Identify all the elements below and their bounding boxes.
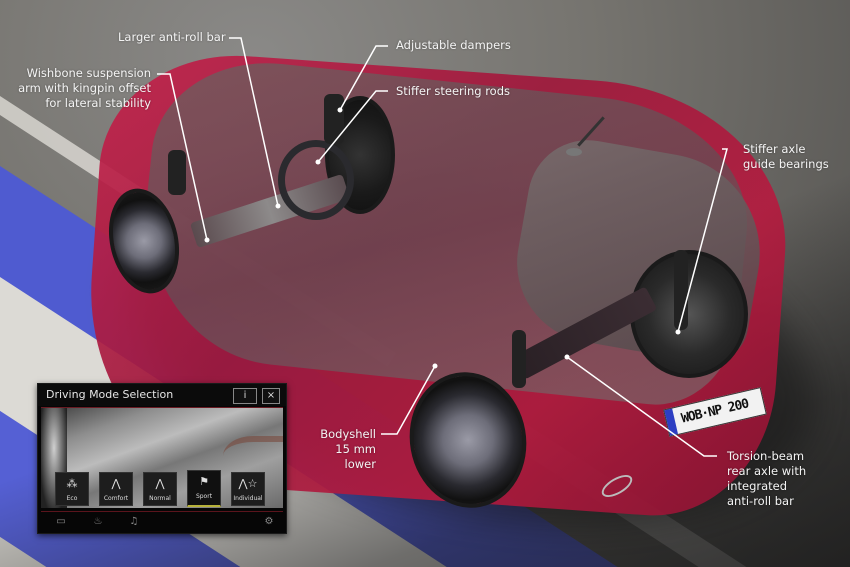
steering-wheel: [278, 140, 354, 220]
mode-button-comfort[interactable]: ⋀ Comfort: [99, 472, 133, 506]
mode-label: Comfort: [103, 495, 129, 502]
callout-wishbone-suspension: Wishbone suspension arm with kingpin off…: [18, 66, 151, 111]
callout-line: 15 mm: [335, 442, 376, 456]
callout-stiffer-axle-guide-bearings: Stiffer axle guide bearings: [743, 142, 829, 172]
normal-road-icon: ⋀: [155, 477, 165, 490]
panel-title: Driving Mode Selection: [46, 388, 174, 401]
info-icon: i: [243, 390, 247, 401]
seat-icon[interactable]: ♨: [93, 516, 103, 527]
mode-label: Normal: [149, 495, 171, 502]
callout-line: Torsion-beam: [727, 449, 805, 463]
callout-line: arm with kingpin offset: [18, 81, 151, 95]
car-icon[interactable]: ▭: [56, 516, 66, 527]
info-button[interactable]: i: [233, 388, 257, 404]
close-icon: ×: [266, 390, 276, 401]
callout-line: Stiffer axle: [743, 142, 806, 156]
callout-line: anti-roll bar: [727, 494, 794, 508]
panel-divider: [41, 511, 283, 512]
panel-header: Driving Mode Selection i ×: [38, 384, 286, 406]
mode-button-eco[interactable]: ⁂ Eco: [55, 472, 89, 506]
mode-label: Individual: [233, 495, 263, 502]
rear-left-damper: [512, 330, 526, 388]
mode-label: Sport: [195, 493, 213, 500]
mode-label: Eco: [66, 495, 78, 502]
callout-torsion-beam-rear-axle: Torsion-beam rear axle with integrated a…: [727, 449, 806, 509]
sport-flag-icon: ⚑: [199, 475, 209, 488]
driving-mode-panel: Driving Mode Selection i × ⁂ Eco ⋀ Comfo…: [37, 383, 287, 534]
individual-star-icon: ⋀☆: [238, 477, 258, 490]
callout-line: for lateral stability: [45, 96, 151, 110]
callout-bodyshell-lower: Bodyshell 15 mm lower: [310, 427, 376, 472]
mode-button-normal[interactable]: ⋀ Normal: [143, 472, 177, 506]
comfort-road-icon: ⋀: [111, 477, 121, 490]
eco-road-icon: ⁂: [66, 477, 78, 490]
music-icon[interactable]: ♫: [129, 516, 139, 527]
front-right-damper: [324, 94, 344, 144]
mode-button-individual[interactable]: ⋀☆ Individual: [231, 472, 265, 506]
antenna-base: [566, 148, 582, 156]
settings-gear-icon[interactable]: ⚙: [264, 516, 274, 527]
callout-line: lower: [344, 457, 376, 471]
close-button[interactable]: ×: [262, 388, 280, 404]
panel-footer-bar: ▭ ♨ ♫ ⚙: [38, 512, 286, 533]
mode-button-sport[interactable]: ⚑ Sport: [187, 470, 221, 507]
callout-line: rear axle with: [727, 464, 807, 478]
callout-stiffer-steering-rods: Stiffer steering rods: [396, 84, 511, 98]
callout-line: integrated: [727, 479, 788, 493]
front-left-damper: [168, 150, 186, 195]
mode-button-row: ⁂ Eco ⋀ Comfort ⋀ Normal ⚑ Sport ⋀☆ Indi…: [55, 470, 280, 507]
rear-right-damper: [674, 250, 688, 330]
callout-line: Wishbone suspension: [26, 66, 151, 80]
callout-line: Bodyshell: [320, 427, 376, 441]
callout-adjustable-dampers: Adjustable dampers: [396, 38, 511, 52]
callout-line: guide bearings: [743, 157, 829, 171]
callout-larger-anti-roll-bar: Larger anti-roll bar: [118, 30, 226, 44]
